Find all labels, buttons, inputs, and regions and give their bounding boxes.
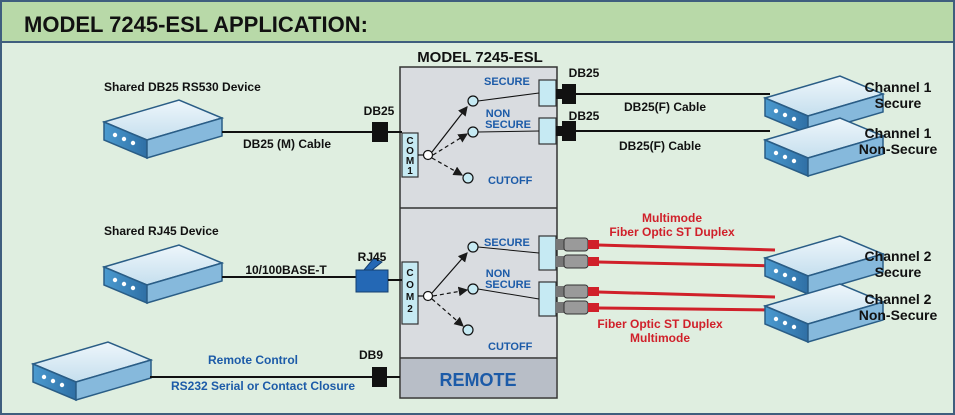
- com2-letter: 2: [407, 304, 413, 315]
- remote-panel: [401, 359, 556, 397]
- rj45-label: RJ45: [358, 250, 387, 264]
- ethernet-label: 10/100BASE-T: [245, 263, 327, 277]
- com2-letter: O: [406, 280, 414, 291]
- com1-letter: O: [406, 146, 414, 157]
- unit-chassis: [399, 66, 558, 399]
- com2-secure-port: [538, 235, 557, 271]
- com1-switch: [418, 95, 479, 184]
- fiber-top-label-1: Multimode: [642, 211, 702, 225]
- fiber-top-label-2: Fiber Optic ST Duplex: [609, 225, 735, 239]
- com1-secure-port: [538, 79, 557, 107]
- fiber-duplex-bottom: [556, 284, 776, 315]
- remote-label: REMOTE: [439, 370, 516, 390]
- db25-mid-label: DB25: [569, 109, 600, 123]
- db25-left-label: DB25: [364, 104, 395, 118]
- header-title: MODEL 7245-ESL APPLICATION:: [24, 12, 368, 37]
- header-bar: [2, 2, 953, 42]
- com2-secure-label: SECURE: [484, 237, 530, 249]
- com1-nonsecure-label: SECURE: [485, 119, 531, 131]
- fiber-bottom-label-2: Multimode: [630, 331, 690, 345]
- com1-letter: 1: [407, 166, 413, 177]
- db25-m-cable-label: DB25 (M) Cable: [243, 137, 331, 151]
- db25-top-label: DB25: [569, 66, 600, 80]
- fiber-bottom-label-1: Fiber Optic ST Duplex: [597, 317, 723, 331]
- channel-1-nonsecure-title: Channel 1: [865, 125, 932, 141]
- db25-top-connector: [562, 84, 576, 104]
- com2-letter: C: [406, 268, 413, 279]
- com1-secure-label: SECURE: [484, 76, 530, 88]
- db25f-cable-2-label: DB25(F) Cable: [619, 139, 701, 153]
- com2-letter: M: [406, 292, 414, 303]
- com2-non-label: NON: [486, 268, 511, 280]
- com1-letter: M: [406, 156, 414, 167]
- com1-cutoff-label: CUTOFF: [488, 175, 533, 187]
- com2-nonsecure-port: [538, 281, 557, 317]
- unit-title: MODEL 7245-ESL: [417, 49, 543, 66]
- db25f-cable-1-label: DB25(F) Cable: [624, 100, 706, 114]
- fiber-duplex-top: [556, 237, 781, 269]
- channel-2-secure-title: Channel 2: [865, 248, 932, 264]
- channel-1-secure-title: Channel 1: [865, 79, 932, 95]
- com2-cutoff-label: CUTOFF: [488, 341, 533, 353]
- rj45-connector: [362, 257, 383, 271]
- db9-connector: [372, 367, 387, 387]
- rs232-label: RS232 Serial or Contact Closure: [171, 379, 355, 393]
- com1-non-label: NON: [486, 108, 511, 120]
- com2-port: [401, 261, 419, 325]
- channel-2-nonsecure-title: Channel 2: [865, 291, 932, 307]
- remote-control-label: Remote Control: [208, 353, 298, 367]
- channel-1-secure-sub: Secure: [875, 95, 922, 111]
- shared-rj45-device-label: Shared RJ45 Device: [104, 224, 219, 238]
- channel-2-secure-sub: Secure: [875, 264, 922, 280]
- channel-2-nonsecure-sub: Non-Secure: [859, 307, 938, 323]
- com1-letter: C: [406, 136, 413, 147]
- db9-label: DB9: [359, 348, 383, 362]
- db25-left-connector: [372, 122, 388, 142]
- channel-1-nonsecure-sub: Non-Secure: [859, 141, 938, 157]
- com1-nonsecure-port: [538, 117, 557, 145]
- com2-switch: [418, 241, 479, 336]
- db25-mid-connector: [562, 121, 576, 141]
- shared-db25-device-label: Shared DB25 RS530 Device: [104, 80, 261, 94]
- com2-nonsecure-label: SECURE: [485, 279, 531, 291]
